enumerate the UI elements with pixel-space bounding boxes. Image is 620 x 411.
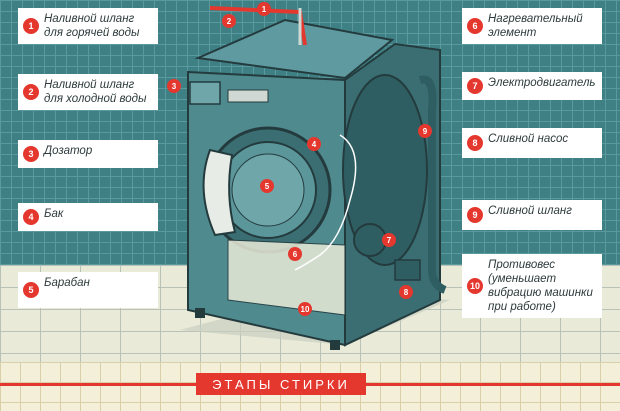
marker-9: 9 xyxy=(418,124,432,138)
label-number: 2 xyxy=(23,84,39,100)
marker-4: 4 xyxy=(307,137,321,151)
label-text: Барабан xyxy=(44,277,90,289)
marker-8: 8 xyxy=(399,285,413,299)
label-drain-pump: 8 Сливной насос xyxy=(462,128,602,158)
label-number: 5 xyxy=(23,282,39,298)
label-dispenser: 3 Дозатор xyxy=(18,140,158,168)
label-text: Бак xyxy=(44,208,64,220)
marker-6: 6 xyxy=(288,247,302,261)
label-tank: 4 Бак xyxy=(18,203,158,231)
label-number: 10 xyxy=(467,278,483,294)
label-text: Нагревательный элемент xyxy=(488,13,583,39)
label-number: 3 xyxy=(23,146,39,162)
label-drum: 5 Барабан xyxy=(18,272,158,308)
marker-10: 10 xyxy=(298,302,312,316)
marker-3: 3 xyxy=(167,79,181,93)
label-number: 9 xyxy=(467,207,483,223)
footer-line-right xyxy=(366,383,620,386)
label-number: 8 xyxy=(467,135,483,151)
marker-1: 1 xyxy=(257,2,271,16)
label-text: Сливной насос xyxy=(488,133,569,145)
label-number: 1 xyxy=(23,18,39,34)
label-text: Наливной шланг для холодной воды xyxy=(44,79,147,105)
label-counterweight: 10 Противовес (уменьшает вибрацию машинк… xyxy=(462,254,602,318)
label-cold-water-hose: 2 Наливной шланг для холодной воды xyxy=(18,74,158,110)
label-text: Наливной шланг для горячей воды xyxy=(44,13,140,39)
label-motor: 7 Электродвигатель xyxy=(462,72,602,100)
label-drain-hose: 9 Сливной шланг xyxy=(462,200,602,230)
label-number: 7 xyxy=(467,78,483,94)
label-hot-water-hose: 1 Наливной шланг для горячей воды xyxy=(18,8,158,44)
label-number: 6 xyxy=(467,18,483,34)
label-heating-element: 6 Нагревательный элемент xyxy=(462,8,602,44)
marker-7: 7 xyxy=(382,233,396,247)
marker-5: 5 xyxy=(260,179,274,193)
marker-2: 2 xyxy=(222,14,236,28)
label-text: Сливной шланг xyxy=(488,205,572,217)
label-text: Противовес (уменьшает вибрацию машинки п… xyxy=(488,259,593,313)
footer-line-left xyxy=(0,383,196,386)
label-text: Электродвигатель xyxy=(488,77,596,89)
footer-title: ЭТАПЫ СТИРКИ xyxy=(196,373,366,395)
label-number: 4 xyxy=(23,209,39,225)
label-text: Дозатор xyxy=(44,145,93,157)
